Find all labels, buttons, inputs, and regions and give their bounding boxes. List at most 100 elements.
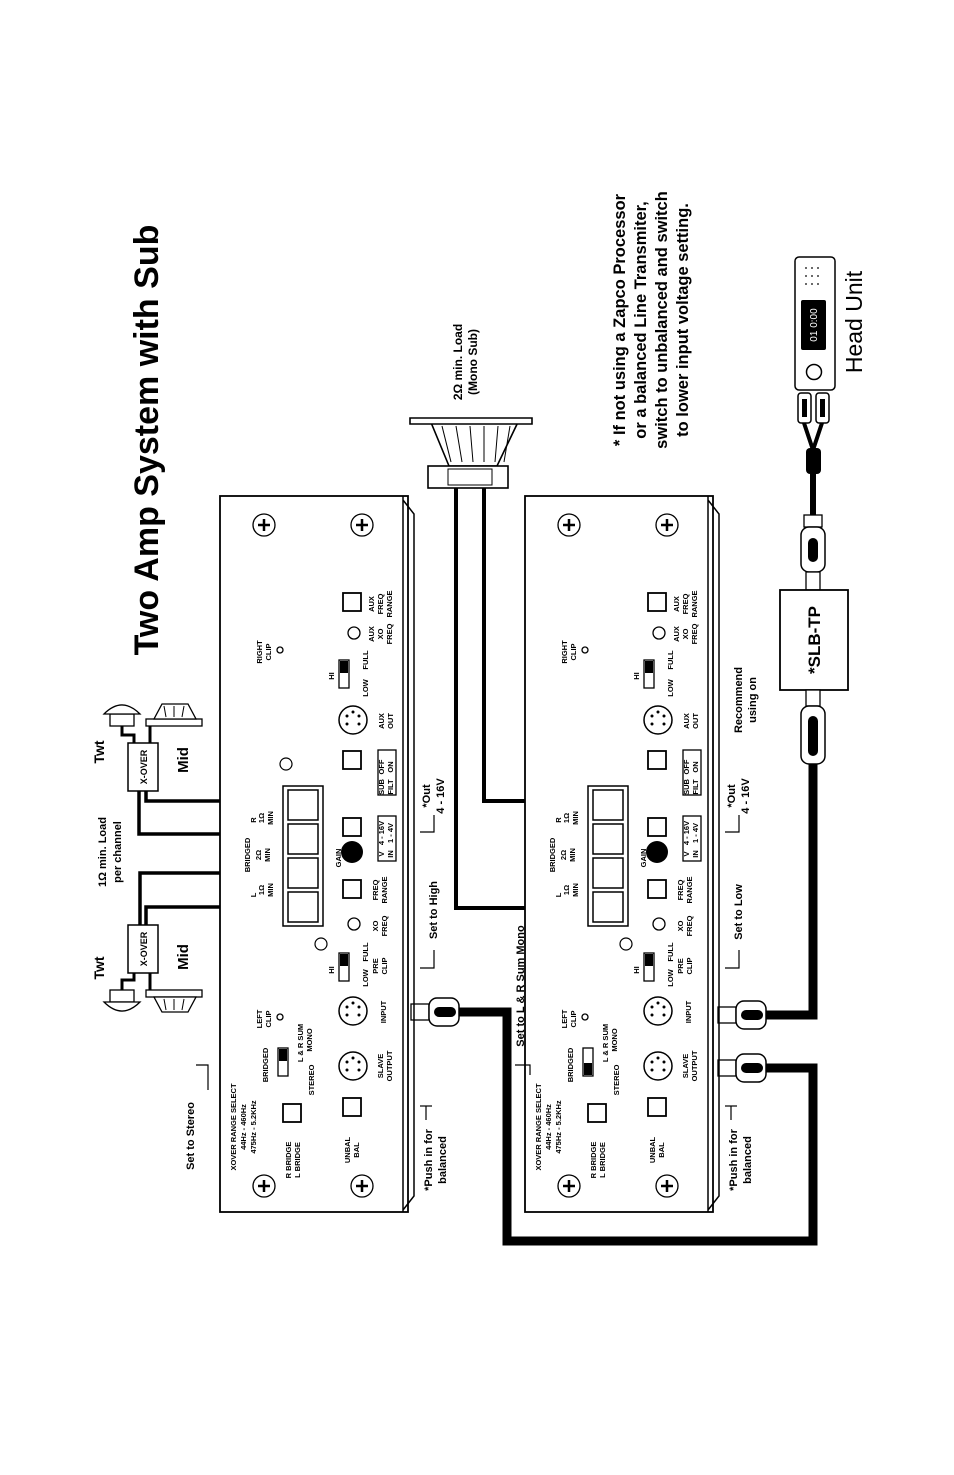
amp2-in: IN (691, 850, 700, 858)
amp2-mono: MONO (610, 1028, 619, 1051)
rca-input-connectors (410, 997, 767, 1083)
amp2-aux-xo-2: XO (681, 628, 690, 639)
recommend-line-2: using on (747, 677, 759, 723)
right-xover-label: X-OVER (139, 749, 149, 784)
amp2-sub: SUB (682, 779, 691, 795)
amp2-ch-r: R (554, 817, 563, 823)
amp1-hi-1: HI (327, 966, 336, 974)
amp1-bal: BAL (352, 1142, 361, 1158)
amp2-aux-range-2: FREQ (681, 593, 690, 614)
amp2-bridged-min: MIN (568, 848, 577, 862)
left-mid-label: Mid (175, 944, 192, 970)
slb-input-connector (800, 514, 826, 591)
right-tweeter-label: Twt (91, 740, 107, 763)
amp1-r-bridge: R BRIDGE (284, 1142, 293, 1179)
amp2-input: INPUT (684, 1000, 693, 1023)
subwoofer (409, 417, 533, 489)
amp1-r-ohm: 1Ω (257, 813, 266, 823)
amp2-full-2: FULL (666, 650, 675, 670)
amp1-left-clip-1: LEFT (255, 1009, 264, 1028)
amp1-xover-range: XOVER RANGE SELECT (229, 1083, 238, 1171)
amp1-slave-output-2: OUTPUT (385, 1050, 394, 1081)
amp1-full-2: FULL (361, 650, 370, 670)
amp1-screws (252, 513, 374, 1198)
amp2-slave-output-2: OUTPUT (690, 1050, 699, 1081)
amp1-bridged-min: MIN (263, 848, 272, 862)
amp1-bridged-center: BRIDGED (243, 837, 252, 872)
note-line-1: * If not using a Zapco Processor (611, 193, 629, 446)
amp2-full-1: FULL (666, 942, 675, 962)
amp2-aux-range-1: AUX (672, 596, 681, 612)
amp1-gain: GAIN (334, 849, 343, 868)
amplifier-2 (524, 495, 720, 1213)
amp2-xo-freq-1: XO (676, 920, 685, 931)
amp2-left-clip-1: LEFT (560, 1009, 569, 1028)
right-speaker-set: X-OVER Twt Mid (91, 703, 203, 792)
amp2-speaker-terminals (587, 785, 629, 927)
amp2-right-clip-1: RIGHT (560, 640, 569, 664)
amp2-aux-xo-3: FREQ (690, 623, 699, 644)
amp2-aux-out-2: OUT (691, 713, 700, 729)
amp1-lr-sum: L & R SUM (296, 1024, 305, 1062)
amp1-aux-range-2: FREQ (376, 593, 385, 614)
amp1-hi-2: HI (327, 672, 336, 680)
amp1-l-ohm: 1Ω (257, 885, 266, 895)
out-voltage-1-line-2: 4 - 16V (435, 778, 447, 814)
amp2-left-clip-2: CLIP (569, 1010, 578, 1027)
set-to-stereo-label: Set to Stereo (185, 1102, 197, 1170)
recommend-line-1: Recommend (733, 667, 745, 733)
sub-load-line-2: (Mono Sub) (466, 329, 480, 395)
amp2-bridged-center: BRIDGED (548, 837, 557, 872)
amp1-aux-range-3: RANGE (385, 590, 394, 617)
amp1-aux-xo-1: AUX (367, 626, 376, 642)
amp2-lr-sum: L & R SUM (601, 1024, 610, 1062)
amp2-xover-range: XOVER RANGE SELECT (534, 1083, 543, 1171)
head-unit-display: 01 0:00 (809, 308, 820, 342)
annotations: Set to Stereo *Push in for balanced *Pus… (185, 778, 754, 1191)
push-in-2-line-2: balanced (742, 1136, 754, 1184)
amp1-range-low: 44Hz - 460Hz (239, 1104, 248, 1150)
amp1-l-min: MIN (266, 883, 275, 897)
amp1-v-lo: 1 - 4V (386, 823, 395, 843)
amp2-gain: GAIN (639, 849, 648, 868)
amp1-ch-l: L (249, 892, 258, 897)
amp2-range-high: 475Hz - 5.2KHz (554, 1100, 563, 1154)
amp1-freq-range-2: RANGE (380, 876, 389, 903)
rca-plugs (797, 392, 830, 515)
amp2-freq-range-2: RANGE (685, 876, 694, 903)
amp1-full-1: FULL (361, 942, 370, 962)
amp2-v: V (682, 851, 691, 856)
amp2-aux-out-1: AUX (682, 713, 691, 729)
slb-output-cable (455, 689, 826, 1246)
amp1-slave-output-1: SLAVE (376, 1054, 385, 1078)
amp2-v-lo: 1 - 4V (691, 823, 700, 843)
amp1-range-high: 475Hz - 5.2KHz (249, 1100, 258, 1154)
slb-tp-box: *SLB-TP (779, 589, 849, 691)
left-tweeter-label: Twt (91, 956, 107, 979)
amp2-filt: FILT (691, 779, 700, 795)
amp1-aux-xo-2: XO (376, 628, 385, 639)
amp1-aux-xo-3: FREQ (385, 623, 394, 644)
amp2-ch-l: L (554, 892, 563, 897)
amp1-left-clip-2: CLIP (264, 1010, 273, 1027)
amp1-filt: FILT (386, 779, 395, 795)
amp2-low-1: LOW (666, 968, 675, 986)
amp2-labels: XOVER RANGE SELECT 44Hz - 460Hz 475Hz - … (534, 590, 700, 1178)
head-unit-label: Head Unit (841, 270, 867, 373)
amp1-on: ON (386, 761, 395, 772)
amp2-pre-clip-2: CLIP (685, 957, 694, 974)
amp1-pre-clip-1: PRE (371, 958, 380, 973)
amp2-l-ohm: 1Ω (562, 885, 571, 895)
amp1-right-clip-1: RIGHT (255, 640, 264, 664)
amp1-speaker-terminals (282, 785, 324, 927)
amp1-bridged: BRIDGED (261, 1047, 270, 1082)
amp2-xo-freq-2: FREQ (685, 915, 694, 936)
note-line-3: switch to unbalanced and switch (653, 191, 671, 449)
amp2-hi-1: HI (632, 966, 641, 974)
per-channel-line-1: 1Ω min. Load (97, 817, 109, 887)
sub-speaker-wires (454, 488, 540, 910)
amp1-r-min: MIN (266, 811, 275, 825)
per-channel-load-label: 1Ω min. Load per channel (97, 817, 124, 887)
amp2-bridged-ohm: 2Ω (559, 850, 568, 860)
amp1-v: V (377, 851, 386, 856)
